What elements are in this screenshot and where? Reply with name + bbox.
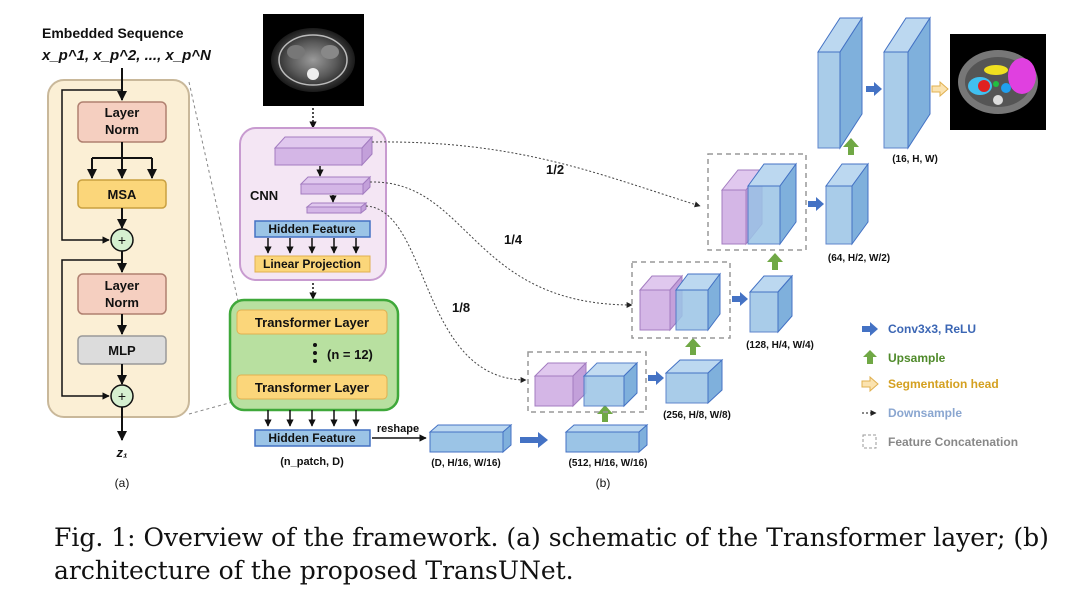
output-z1: z₁ — [115, 445, 127, 460]
transformer-layer-2 — [236, 374, 388, 400]
feature-16-a — [817, 16, 863, 150]
transformer-layer-1 — [236, 309, 388, 335]
svg-text:Transformer Layer: Transformer Layer — [255, 315, 369, 330]
concat-2 — [631, 261, 731, 339]
svg-text:(64, H/2, W/2): (64, H/2, W/2) — [828, 253, 890, 264]
panel-a-label: (a) — [115, 476, 130, 490]
layer-count: (n = 12) — [327, 347, 373, 362]
embedded-sequence-heading: Embedded Sequence — [42, 25, 184, 41]
skip-1-2: 1/2 — [546, 162, 564, 177]
cnn-label: CNN — [250, 188, 278, 203]
svg-text:+: + — [118, 388, 126, 404]
panel-b-label: (b) — [596, 476, 611, 490]
legend-downsample: Downsample — [888, 406, 962, 420]
legend-concat: Feature Concatenation — [888, 435, 1018, 449]
concat-legend-icon — [862, 434, 877, 449]
svg-text:Transformer Layer: Transformer Layer — [255, 380, 369, 395]
cnn-feature-2 — [299, 175, 372, 196]
svg-text:(512, H/16, W/16): (512, H/16, W/16) — [569, 458, 648, 469]
embedded-sequence-formula: x_p^1, x_p^2, ..., x_p^N — [41, 47, 212, 64]
feature-16-b — [883, 16, 931, 150]
hidden-feature-top — [254, 220, 371, 238]
cnn-feature-1 — [273, 135, 374, 167]
concat-1 — [527, 351, 647, 413]
upsample-arrow-1 — [597, 405, 613, 422]
figure-caption: Fig. 1: Overview of the framework. (a) s… — [54, 523, 1049, 585]
svg-text:(128, H/4, W/4): (128, H/4, W/4) — [746, 340, 814, 351]
mlp-label: MLP — [108, 343, 136, 358]
conv-arrow-1 — [520, 432, 548, 448]
legend-conv: Conv3x3, ReLU — [888, 322, 976, 336]
svg-text:Norm: Norm — [105, 122, 139, 137]
reshape-label: reshape — [377, 423, 419, 435]
ct-input-image — [263, 14, 364, 106]
concat-3 — [707, 153, 807, 251]
svg-text:Layer: Layer — [105, 278, 140, 293]
legend-upsample: Upsample — [888, 351, 946, 365]
svg-text:Hidden Feature: Hidden Feature — [268, 431, 356, 445]
svg-text:(256, H/8, W/8): (256, H/8, W/8) — [663, 410, 731, 421]
legend: Conv3x3, ReLU Upsample Segmentation head… — [861, 322, 1018, 449]
linear-projection — [254, 255, 371, 273]
seg-head-legend-icon — [861, 375, 879, 393]
legend-seg-head: Segmentation head — [888, 377, 999, 391]
feature-64 — [825, 162, 869, 246]
svg-text:+: + — [118, 232, 126, 248]
svg-text:Layer: Layer — [105, 105, 140, 120]
upsample-legend-icon — [863, 350, 877, 364]
hidden-feature-dims: (n_patch, D) — [280, 456, 344, 468]
panel-b: CNN Hidden Feature Linear Projection Tra… — [228, 14, 1046, 490]
seg-head-arrow — [931, 80, 949, 98]
feature-128 — [748, 274, 794, 334]
cnn-feature-3 — [305, 201, 368, 215]
skip-1-8: 1/8 — [452, 300, 470, 315]
skip-1-4: 1/4 — [504, 232, 523, 247]
svg-text:Hidden Feature: Hidden Feature — [268, 222, 356, 236]
conv-legend-icon — [862, 322, 878, 336]
feature-512 — [564, 423, 649, 454]
hidden-feature-bottom — [254, 429, 371, 447]
feature-d — [428, 423, 513, 454]
segmentation-output-image — [950, 34, 1046, 130]
feature-256 — [664, 358, 724, 405]
svg-text:Norm: Norm — [105, 295, 139, 310]
panel-a: Embedded Sequence x_p^1, x_p^2, ..., x_p… — [41, 25, 212, 490]
svg-text:Linear Projection: Linear Projection — [263, 257, 361, 271]
svg-text:(D, H/16, W/16): (D, H/16, W/16) — [431, 458, 500, 469]
msa-label: MSA — [108, 187, 138, 202]
svg-text:(16, H, W): (16, H, W) — [892, 154, 938, 165]
